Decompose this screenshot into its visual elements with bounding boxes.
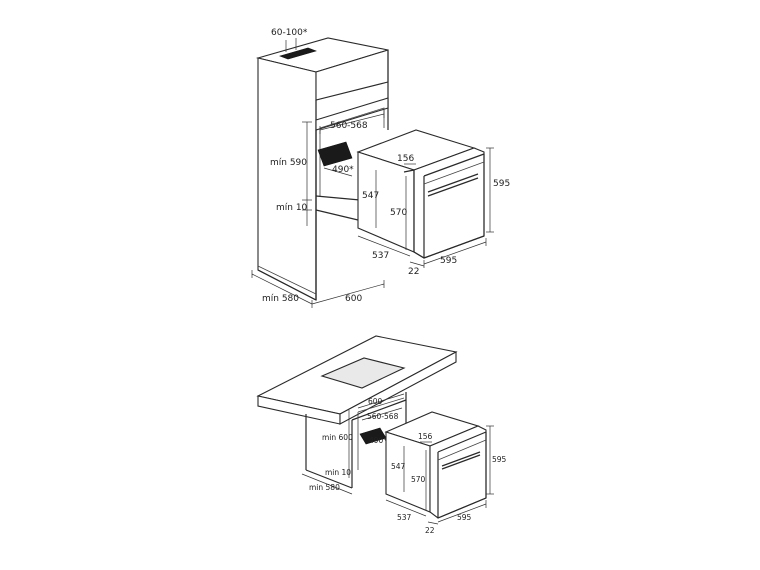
countertop-side-edge <box>339 351 457 425</box>
counter-cabinet-dims: 600 560-568 min 600 490* min 10 min 580 <box>301 393 405 495</box>
label-counter-oven-height: 595 <box>492 455 507 464</box>
label-oven-depth: 537 <box>372 251 389 261</box>
counter-oven <box>384 411 487 519</box>
label-cooktop-gap: 60-100* <box>271 28 308 38</box>
label-counter-cabinet-width: 600 <box>368 397 383 406</box>
label-counter-cabinet-depth: min 580 <box>309 483 340 492</box>
label-counter-bottom-gap: min 10 <box>325 468 351 477</box>
column-oven-dims: 156 595 547 570 537 22 595 <box>357 147 510 277</box>
dim-bottom-gap: mín 10 <box>276 200 312 226</box>
dim-niche-width: 560-568 <box>319 110 385 134</box>
label-counter-vent-depth: 490* <box>369 436 387 445</box>
counter-oven-side <box>385 431 431 513</box>
column-oven <box>356 129 485 259</box>
top-vent-slot <box>279 47 317 60</box>
label-oven-top-offset: 156 <box>397 154 414 164</box>
oven-side-face <box>357 151 415 253</box>
label-counter-oven-width: 595 <box>457 513 472 522</box>
counter-unit <box>256 335 458 489</box>
dim-vent-depth: 490* <box>323 165 354 177</box>
hob-surface <box>320 357 406 389</box>
label-cabinet-depth: mín 580 <box>262 294 299 304</box>
label-counter-oven-rear-height: 547 <box>391 462 406 471</box>
label-counter-oven-depth: 537 <box>397 513 412 522</box>
dim-cabinet-base: mín 580 600 <box>251 270 385 308</box>
label-niche-height: mín 590 <box>270 158 307 168</box>
oven-handle <box>427 173 479 193</box>
label-niche-width: 560-568 <box>330 121 368 131</box>
label-vent-depth: 490* <box>332 165 354 175</box>
label-bottom-gap: mín 10 <box>276 203 308 213</box>
label-counter-oven-top-offset: 156 <box>418 432 433 441</box>
dim-cooktop-gap: 60-100* <box>271 28 308 52</box>
label-counter-niche-height: min 600 <box>322 433 353 442</box>
label-oven-height: 595 <box>493 179 510 189</box>
column-cabinet <box>255 37 389 301</box>
label-oven-width: 595 <box>440 256 457 266</box>
label-counter-niche-width: 560-568 <box>367 412 399 421</box>
counter-oven-dims: 156 595 547 570 537 22 595 <box>385 425 507 535</box>
label-counter-oven-inner-height: 570 <box>411 475 426 484</box>
label-oven-front-depth: 22 <box>408 267 419 277</box>
label-oven-rear-height: 547 <box>362 191 379 201</box>
counter-oven-handle <box>441 451 481 467</box>
niche-vent-slot <box>317 141 353 167</box>
label-counter-oven-front-depth: 22 <box>425 526 435 535</box>
label-oven-inner-height: 570 <box>390 208 407 218</box>
label-cabinet-width: 600 <box>345 294 362 304</box>
